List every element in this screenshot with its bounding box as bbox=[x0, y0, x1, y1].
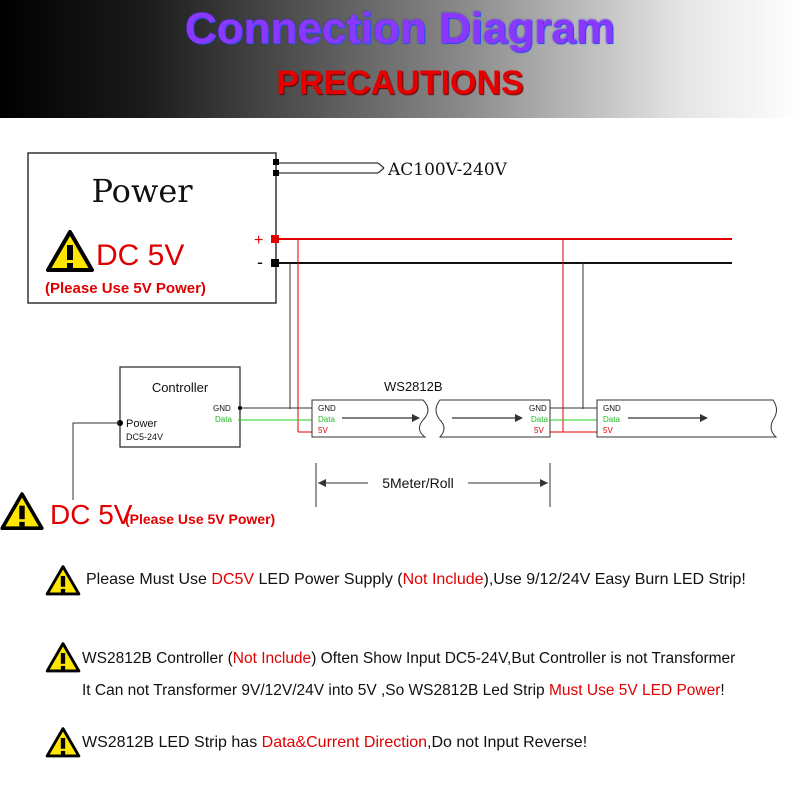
controller-box bbox=[119, 366, 241, 448]
note-3-text-a: It Can not Transformer 9V/12V/24V into 5… bbox=[82, 682, 549, 699]
note-2-text-a: WS2812B Controller ( bbox=[82, 650, 233, 667]
strip1-gnd-label: GND bbox=[318, 404, 336, 413]
note-3-highlight-must-use: Must Use 5V LED Power bbox=[548, 682, 721, 699]
header-banner: Connection Diagram PRECAUTIONS bbox=[0, 0, 800, 118]
strip3-data-label: Data bbox=[603, 415, 620, 424]
note-3-warning-icon bbox=[45, 727, 81, 758]
controller-power-note: (Please Use 5V Power) bbox=[125, 511, 275, 527]
note-2-text-b: ) Often Show Input DC5-24V,But Controlle… bbox=[311, 650, 736, 667]
minus-terminal-label: - bbox=[257, 252, 263, 272]
plus-terminal-label: + bbox=[254, 232, 263, 249]
note-4-text-a: WS2812B LED Strip has bbox=[82, 734, 262, 751]
note-1-text-b: LED Power Supply ( bbox=[254, 571, 403, 588]
controller-title: Controller bbox=[152, 380, 209, 395]
strip2-gnd-label: GND bbox=[529, 404, 547, 413]
note-2-highlight-not-include: Not Include bbox=[232, 650, 312, 667]
controller-power-label: Power bbox=[126, 418, 158, 430]
power-box bbox=[27, 152, 277, 304]
strip-name-label: WS2812B bbox=[384, 379, 443, 394]
strip1-data-label: Data bbox=[318, 415, 335, 424]
strip3-5v-label: 5V bbox=[603, 426, 613, 435]
note-3-text-b: ! bbox=[720, 682, 725, 699]
note-4: WS2812B LED Strip has Data&Current Direc… bbox=[82, 734, 587, 752]
power-note: (Please Use 5V Power) bbox=[45, 280, 206, 297]
strip2-5v-label: 5V bbox=[534, 426, 544, 435]
controller-power-range: DC5-24V bbox=[126, 432, 163, 442]
note-1-highlight-dc5v: DC5V bbox=[211, 571, 255, 588]
note-1: Please Must Use DC5V LED Power Supply (N… bbox=[86, 571, 746, 589]
note-2-line-2: It Can not Transformer 9V/12V/24V into 5… bbox=[82, 682, 725, 700]
page-subtitle: PRECAUTIONS bbox=[276, 64, 524, 102]
note-1-text-a: Please Must Use bbox=[86, 571, 212, 588]
controller-data-label: Data bbox=[215, 415, 232, 424]
strip1-5v-label: 5V bbox=[318, 426, 328, 435]
power-voltage-label: DC 5V bbox=[96, 239, 184, 272]
note-4-text-b: ,Do not Input Reverse! bbox=[427, 734, 588, 751]
controller-gnd-label: GND bbox=[213, 404, 231, 413]
note-2-line-1: WS2812B Controller (Not Include) Often S… bbox=[82, 650, 735, 668]
controller-warning-icon bbox=[0, 492, 44, 531]
note-1-highlight-not-include: Not Include bbox=[402, 571, 484, 588]
strip3-gnd-label: GND bbox=[603, 404, 621, 413]
strip2-data-label: Data bbox=[531, 415, 548, 424]
page-title: Connection Diagram bbox=[184, 4, 616, 53]
note-1-text-c: ),Use 9/12/24V Easy Burn LED Strip! bbox=[483, 571, 746, 588]
note-2-warning-icon bbox=[45, 642, 81, 673]
strip-length-label: 5Meter/Roll bbox=[382, 475, 454, 491]
power-box-title: Power bbox=[91, 172, 193, 210]
ac-input-label: AC100V-240V bbox=[387, 160, 508, 180]
note-4-highlight-direction: Data&Current Direction bbox=[261, 734, 428, 751]
controller-voltage-label: DC 5V bbox=[50, 499, 133, 530]
note-1-warning-icon bbox=[45, 565, 81, 596]
